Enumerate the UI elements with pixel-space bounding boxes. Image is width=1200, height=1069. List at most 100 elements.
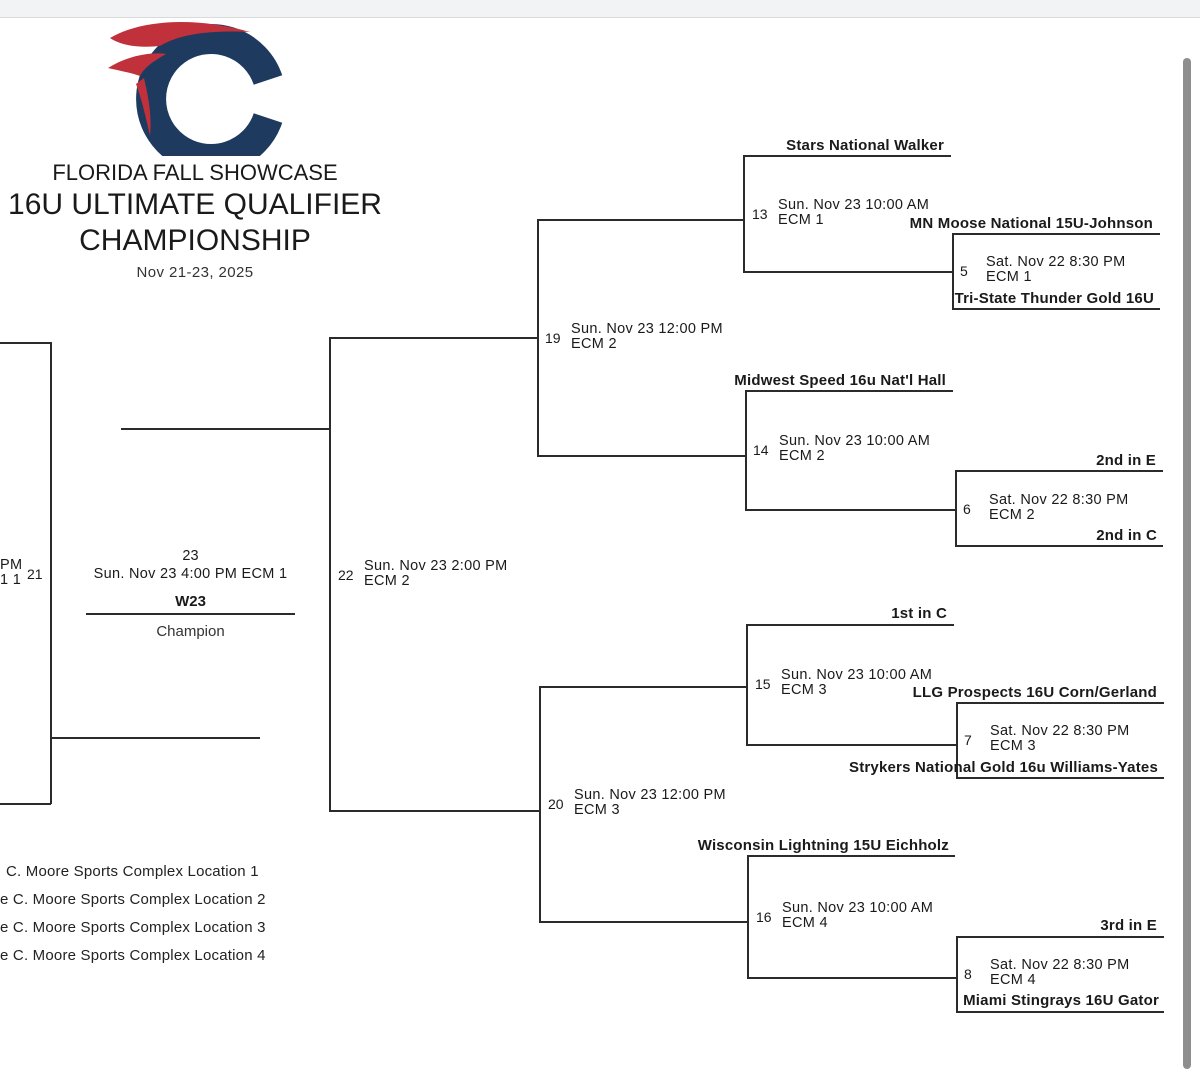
game-number: 23 bbox=[182, 548, 199, 564]
game-number: 21 bbox=[27, 566, 43, 582]
game-field-partial: 1 1 bbox=[0, 572, 22, 588]
bracket-line bbox=[747, 855, 749, 978]
team-name: 2nd in C bbox=[1096, 527, 1157, 544]
location-legend-item: e C. Moore Sports Complex Location 4 bbox=[0, 947, 266, 964]
team-name: 2nd in E bbox=[1096, 452, 1156, 469]
team-name: 1st in C bbox=[891, 605, 947, 622]
team-name: Miami Stingrays 16U Gator bbox=[963, 992, 1159, 1009]
vertical-scrollbar[interactable] bbox=[1183, 58, 1191, 1069]
game-number: 22 bbox=[338, 567, 354, 583]
game-field: ECM 4 bbox=[990, 972, 1036, 988]
champion-label: Champion bbox=[156, 623, 225, 640]
game-field: ECM 4 bbox=[782, 915, 828, 931]
bracket-line bbox=[746, 624, 954, 626]
game-time: Sat. Nov 22 8:30 PM bbox=[989, 492, 1129, 508]
game-number: 6 bbox=[963, 501, 971, 517]
bracket-line bbox=[956, 1011, 1164, 1013]
game-time: Sat. Nov 22 8:30 PM bbox=[986, 254, 1126, 270]
bracket-line bbox=[747, 977, 958, 979]
game-field: ECM 2 bbox=[364, 573, 410, 589]
champion-winner: W23 bbox=[175, 593, 206, 610]
game-time: Sun. Nov 23 4:00 PM ECM 1 bbox=[93, 566, 288, 582]
game-field: ECM 2 bbox=[571, 336, 617, 352]
bracket-line bbox=[329, 810, 541, 812]
bracket-line bbox=[952, 308, 1160, 310]
team-name: 3rd in E bbox=[1100, 917, 1157, 934]
bracket-line bbox=[747, 855, 955, 857]
game-field: ECM 1 bbox=[778, 212, 824, 228]
bracket-line bbox=[539, 686, 747, 688]
game-time-partial: PM bbox=[0, 557, 23, 573]
game-field: ECM 2 bbox=[989, 507, 1035, 523]
game-time: Sat. Nov 22 8:30 PM bbox=[990, 957, 1130, 973]
bracket-line bbox=[955, 545, 1163, 547]
game-number: 8 bbox=[964, 966, 972, 982]
team-name: Stars National Walker bbox=[786, 137, 944, 154]
game-field: ECM 3 bbox=[990, 738, 1036, 754]
location-legend-item: e C. Moore Sports Complex Location 2 bbox=[0, 891, 266, 908]
game-number: 20 bbox=[548, 796, 564, 812]
bracket-line bbox=[537, 455, 746, 457]
bracket-line bbox=[329, 337, 539, 339]
champion-line bbox=[86, 613, 295, 615]
game-time: Sun. Nov 23 10:00 AM bbox=[779, 433, 931, 449]
game-time: Sun. Nov 23 12:00 PM bbox=[571, 321, 723, 337]
game-number: 16 bbox=[756, 909, 772, 925]
game-number: 19 bbox=[545, 330, 561, 346]
game-field: ECM 2 bbox=[779, 448, 825, 464]
team-name: Tri-State Thunder Gold 16U bbox=[954, 290, 1154, 307]
bracket-line bbox=[746, 744, 957, 746]
location-legend-item: C. Moore Sports Complex Location 1 bbox=[6, 863, 259, 880]
browser-top-bar bbox=[0, 0, 1200, 18]
event-title-line2: 16U ULTIMATE QUALIFIER bbox=[8, 188, 382, 221]
game-time: Sun. Nov 23 10:00 AM bbox=[778, 197, 930, 213]
bracket-line bbox=[746, 624, 748, 745]
game-number: 15 bbox=[755, 676, 771, 692]
team-name: MN Moose National 15U-Johnson bbox=[909, 215, 1153, 232]
bracket-line bbox=[0, 803, 51, 805]
game-time: Sun. Nov 23 12:00 PM bbox=[574, 787, 726, 803]
tournament-logo-icon bbox=[108, 21, 283, 156]
bracket-line bbox=[952, 233, 954, 309]
game-number: 7 bbox=[964, 732, 972, 748]
bracket-line bbox=[956, 702, 1164, 704]
game-number: 13 bbox=[752, 206, 768, 222]
bracket-line bbox=[50, 342, 52, 804]
bracket-line bbox=[0, 342, 51, 344]
bracket-line bbox=[955, 470, 957, 546]
bracket-line bbox=[743, 271, 954, 273]
game-number: 14 bbox=[753, 442, 769, 458]
bracket-line bbox=[955, 470, 1163, 472]
location-legend-item: e C. Moore Sports Complex Location 3 bbox=[0, 919, 266, 936]
bracket-line bbox=[956, 936, 958, 1012]
bracket-line bbox=[539, 921, 748, 923]
bracket-line bbox=[743, 155, 745, 273]
game-time: Sun. Nov 23 10:00 AM bbox=[781, 667, 933, 683]
team-name: Midwest Speed 16u Nat'l Hall bbox=[734, 372, 946, 389]
team-name: Strykers National Gold 16u Williams-Yate… bbox=[848, 759, 1158, 776]
bracket-line bbox=[539, 686, 541, 923]
bracket-line bbox=[50, 737, 260, 739]
bracket-line bbox=[745, 390, 747, 511]
bracket-line bbox=[743, 155, 951, 157]
team-name: LLG Prospects 16U Corn/Gerland bbox=[912, 684, 1157, 701]
bracket-line bbox=[329, 337, 331, 811]
game-time: Sun. Nov 23 2:00 PM bbox=[364, 558, 508, 574]
event-title-line3: CHAMPIONSHIP bbox=[79, 224, 311, 257]
bracket-line bbox=[956, 777, 1164, 779]
game-time: Sun. Nov 23 10:00 AM bbox=[782, 900, 934, 916]
game-field: ECM 1 bbox=[986, 269, 1032, 285]
bracket-line bbox=[121, 428, 331, 430]
bracket-line bbox=[745, 509, 956, 511]
team-name: Wisconsin Lightning 15U Eichholz bbox=[697, 837, 949, 854]
bracket-line bbox=[956, 702, 958, 778]
bracket-line bbox=[537, 219, 539, 456]
bracket-line bbox=[745, 390, 953, 392]
event-dates: Nov 21-23, 2025 bbox=[136, 264, 254, 281]
bracket-line bbox=[537, 219, 745, 221]
game-field: ECM 3 bbox=[574, 802, 620, 818]
game-field: ECM 3 bbox=[781, 682, 827, 698]
game-number: 5 bbox=[960, 263, 968, 279]
bracket-line bbox=[956, 936, 1164, 938]
bracket-line bbox=[952, 233, 1160, 235]
